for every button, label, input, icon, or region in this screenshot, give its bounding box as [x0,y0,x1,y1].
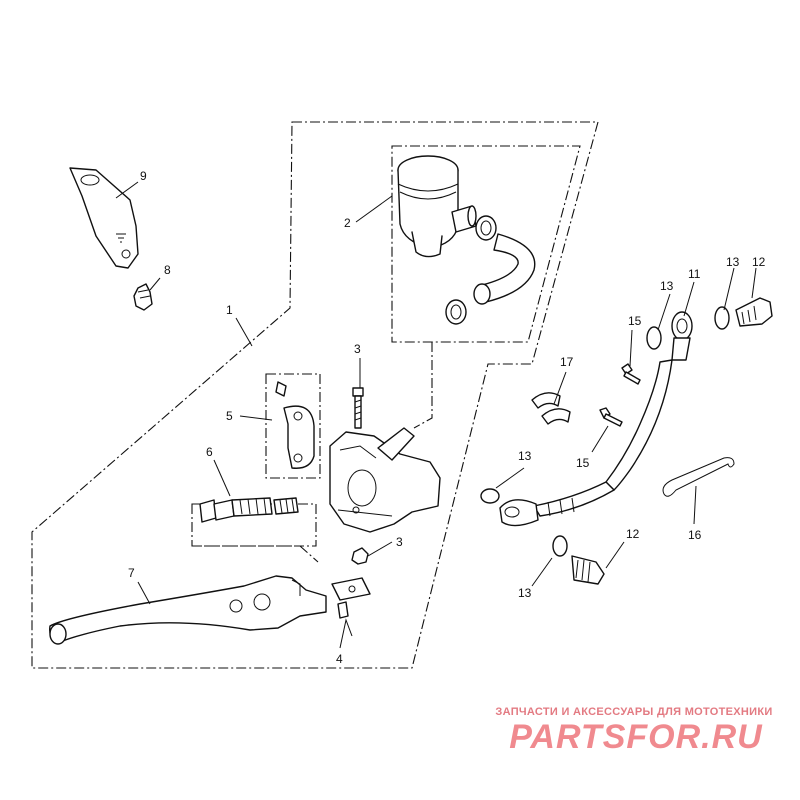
callout-17: 17 [560,355,574,369]
callout-1: 1 [226,303,233,317]
washer-part-13-c [480,488,500,504]
washer-part-13-d [552,535,568,557]
callout-7: 7 [128,566,135,580]
reservoir-connector-line [413,342,433,429]
callout-4: 4 [336,652,343,666]
nut-part-3-lower [351,547,369,565]
clamp-part-5 [275,381,315,469]
banjo-bolt-part-12-lower [571,555,605,585]
callout-8: 8 [164,263,171,277]
callout-5: 5 [226,409,233,423]
screw-part-3-upper [352,387,364,429]
piston-group-boundary [191,503,317,547]
clamp-group-boundary [265,373,321,479]
pivot-part-4 [331,577,371,619]
bracket-part-9 [69,167,139,269]
callout-13-d: 13 [518,586,532,600]
hose-clamp-upper [475,215,497,241]
callout-3-upper: 3 [354,342,361,356]
leader-lines [115,181,757,649]
screw-part-15-lower [599,407,623,427]
callout-13-c: 13 [518,449,532,463]
screw-part-15-upper [621,363,641,385]
callout-12-lower: 12 [626,527,640,541]
banjo-bolt-part-12-upper [735,297,773,327]
bolt-part-8 [133,283,153,311]
callout-12-upper: 12 [752,255,766,269]
hose-clamp-lower [445,299,467,325]
washer-part-13-b [714,306,730,330]
callout-6: 6 [206,445,213,459]
callout-13-a: 13 [660,279,674,293]
callout-2: 2 [344,216,351,230]
assembly-boundary [31,121,599,669]
spring-clip-part-16 [662,457,735,497]
brake-hose-part-11 [499,311,693,527]
callout-16: 16 [688,528,702,542]
watermark-tagline: ЗАПЧАСТИ И АКСЕССУАРЫ ДЛЯ МОТОТЕХНИКИ [495,706,773,718]
piston-connector-line [192,545,319,563]
reservoir-part-2 [397,155,477,258]
reservoir-hose [473,233,536,305]
callout-11: 11 [688,267,701,281]
callout-9: 9 [140,169,147,183]
callout-3-lower: 3 [396,535,403,549]
master-cylinder-body [329,427,441,533]
piston-kit-part-6 [199,497,299,523]
washer-part-13-a [646,326,662,350]
callout-15-upper: 15 [628,314,642,328]
hose-clip-part-17 [531,392,571,425]
lever-part-7 [49,575,327,645]
callout-15-lower: 15 [576,456,590,470]
watermark-logo: PARTSFOR.RU [509,718,763,756]
callout-13-b: 13 [726,255,740,269]
